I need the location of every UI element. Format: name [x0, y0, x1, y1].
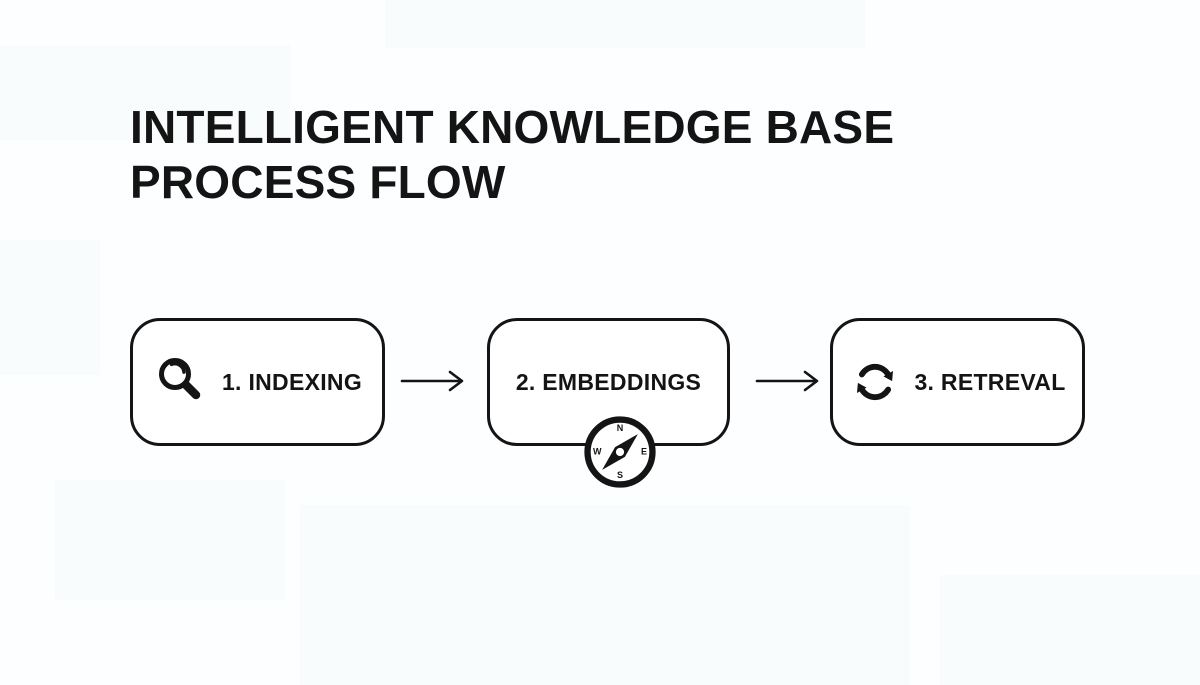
step-label: 1. INDEXING [221, 368, 363, 395]
page-title-line-1: INTELLIGENT KNOWLEDGE BASE [130, 101, 895, 153]
compass-south-label: S [616, 470, 624, 480]
arrow-right-icon [400, 366, 470, 396]
magnifier-icon [153, 354, 209, 410]
background-patch [385, 0, 865, 48]
step-box-retrieval: 3. RETREVAL [830, 318, 1085, 446]
arrow-right-icon [755, 366, 825, 396]
page-title: INTELLIGENT KNOWLEDGE BASE PROCESS FLOW [130, 100, 894, 210]
step-box-embeddings: 2. EMBEDDINGS [487, 318, 730, 446]
background-patch [940, 575, 1200, 685]
compass-west-label: W [593, 446, 602, 457]
background-patch [300, 505, 910, 685]
background-patch [0, 240, 100, 375]
page-title-line-2: PROCESS FLOW [130, 156, 506, 208]
step-box-indexing: 1. INDEXING [130, 318, 385, 446]
compass-east-label: E [640, 446, 647, 457]
background-patch [55, 480, 285, 600]
background-patch [0, 45, 290, 140]
step-label: 2. EMBEDDINGS [515, 368, 702, 395]
compass-icon: N E S W [582, 414, 658, 490]
step-label: 3. RETREVAL [914, 368, 1066, 395]
sync-icon [849, 356, 901, 408]
compass-north-label: N [616, 423, 624, 433]
